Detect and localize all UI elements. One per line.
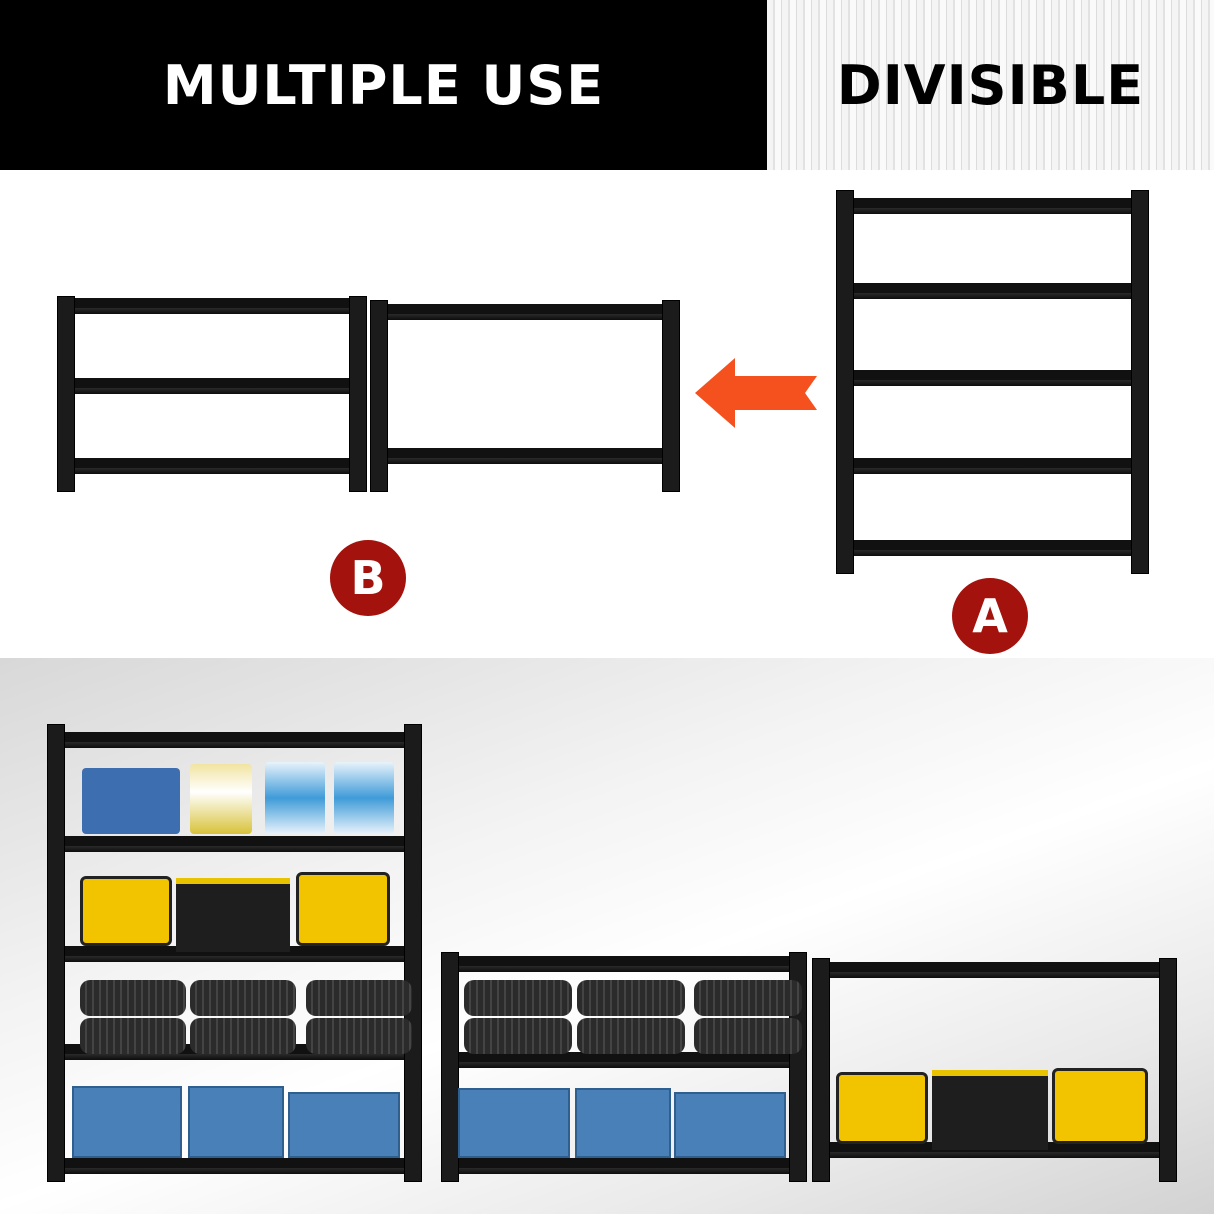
unit-b2-shelf-deck — [378, 448, 670, 460]
tire — [80, 1018, 186, 1054]
unit-mid-shelf-beam — [449, 1168, 797, 1174]
unit-tall-post-left — [47, 724, 65, 1182]
unit-b1-shelf-deck — [65, 458, 357, 470]
unit-b2-post-left — [370, 300, 388, 492]
power-tool — [836, 1072, 928, 1144]
badge-a-label: A — [972, 589, 1008, 643]
unit-a-shelf-deck — [844, 540, 1139, 552]
unit-tall-shelf-deck — [55, 946, 412, 958]
unit-tall-shelf-deck — [55, 732, 412, 744]
unit-a-shelf-deck — [844, 198, 1139, 210]
unit-b1-shelf-deck — [65, 298, 357, 310]
unit-a-shelf-beam — [844, 380, 1139, 386]
tire — [190, 1018, 296, 1054]
unit-b1-shelf-deck — [65, 378, 357, 390]
unit-tall-shelf-beam — [55, 956, 412, 962]
unit-mid-post-left — [441, 952, 459, 1182]
unit-a-shelf-beam — [844, 293, 1139, 299]
paint-can — [190, 764, 252, 834]
tire — [464, 1018, 572, 1054]
unit-tall-shelf-deck — [55, 1158, 412, 1170]
unit-tall-shelf-beam — [55, 846, 412, 852]
storage-bin — [288, 1092, 400, 1158]
toolbox — [176, 878, 290, 952]
unit-b1-post-left — [57, 296, 75, 492]
unit-tall-shelf-beam — [55, 1168, 412, 1174]
unit-right-post-right — [1159, 958, 1177, 1182]
storage-bin — [188, 1086, 284, 1158]
unit-tall-shelf-beam — [55, 742, 412, 748]
unit-b2-post-right — [662, 300, 680, 492]
power-tool — [296, 872, 390, 946]
drill-kit — [82, 768, 180, 834]
badge-b-label: B — [350, 551, 386, 605]
unit-mid-shelf-deck — [449, 956, 797, 968]
arrow-left-icon — [695, 358, 817, 428]
tire — [190, 980, 296, 1016]
unit-a-shelf-deck — [844, 370, 1139, 382]
unit-right-post-left — [812, 958, 830, 1182]
storage-bin — [72, 1086, 182, 1158]
unit-a-post-left — [836, 190, 854, 574]
unit-mid-shelf-deck — [449, 1158, 797, 1170]
unit-a-shelf-beam — [844, 468, 1139, 474]
unit-b1-shelf-beam — [65, 388, 357, 394]
unit-b2-shelf-beam — [378, 314, 670, 320]
unit-mid-shelf-deck — [449, 1052, 797, 1064]
tire — [694, 1018, 802, 1054]
header-divisible: DIVISIBLE — [767, 0, 1214, 170]
unit-right-shelf-beam — [820, 1152, 1167, 1158]
tire — [577, 980, 685, 1016]
unit-right-shelf-deck — [820, 962, 1167, 974]
tire — [577, 1018, 685, 1054]
storage-bin — [458, 1088, 570, 1158]
unit-a-shelf-beam — [844, 208, 1139, 214]
unit-a-shelf-beam — [844, 550, 1139, 556]
paint-can — [334, 762, 394, 834]
unit-b1-shelf-beam — [65, 468, 357, 474]
unit-b1-shelf-beam — [65, 308, 357, 314]
unit-right-shelf-beam — [820, 972, 1167, 978]
unit-b2-shelf-beam — [378, 458, 670, 464]
paint-can — [265, 762, 325, 834]
tire — [464, 980, 572, 1016]
badge-a: A — [952, 578, 1028, 654]
header-right-title: DIVISIBLE — [836, 53, 1145, 117]
header-multiple-use: MULTIPLE USE — [0, 0, 767, 170]
unit-b1-post-right — [349, 296, 367, 492]
unit-a-shelf-deck — [844, 458, 1139, 470]
unit-a-shelf-deck — [844, 283, 1139, 295]
tire — [306, 980, 412, 1016]
unit-a-post-right — [1131, 190, 1149, 574]
power-tool — [1052, 1068, 1148, 1144]
tire — [80, 980, 186, 1016]
unit-mid-shelf-beam — [449, 1062, 797, 1068]
power-tool — [80, 876, 172, 946]
tire — [306, 1018, 412, 1054]
tire — [694, 980, 802, 1016]
unit-b2-shelf-deck — [378, 304, 670, 316]
toolbox — [932, 1070, 1048, 1150]
storage-bin — [674, 1092, 786, 1158]
unit-tall-shelf-deck — [55, 836, 412, 848]
storage-bin — [575, 1088, 671, 1158]
unit-tall-shelf-beam — [55, 1054, 412, 1060]
unit-mid-shelf-beam — [449, 966, 797, 972]
badge-b: B — [330, 540, 406, 616]
header-left-title: MULTIPLE USE — [162, 53, 605, 117]
unit-tall-post-right — [404, 724, 422, 1182]
